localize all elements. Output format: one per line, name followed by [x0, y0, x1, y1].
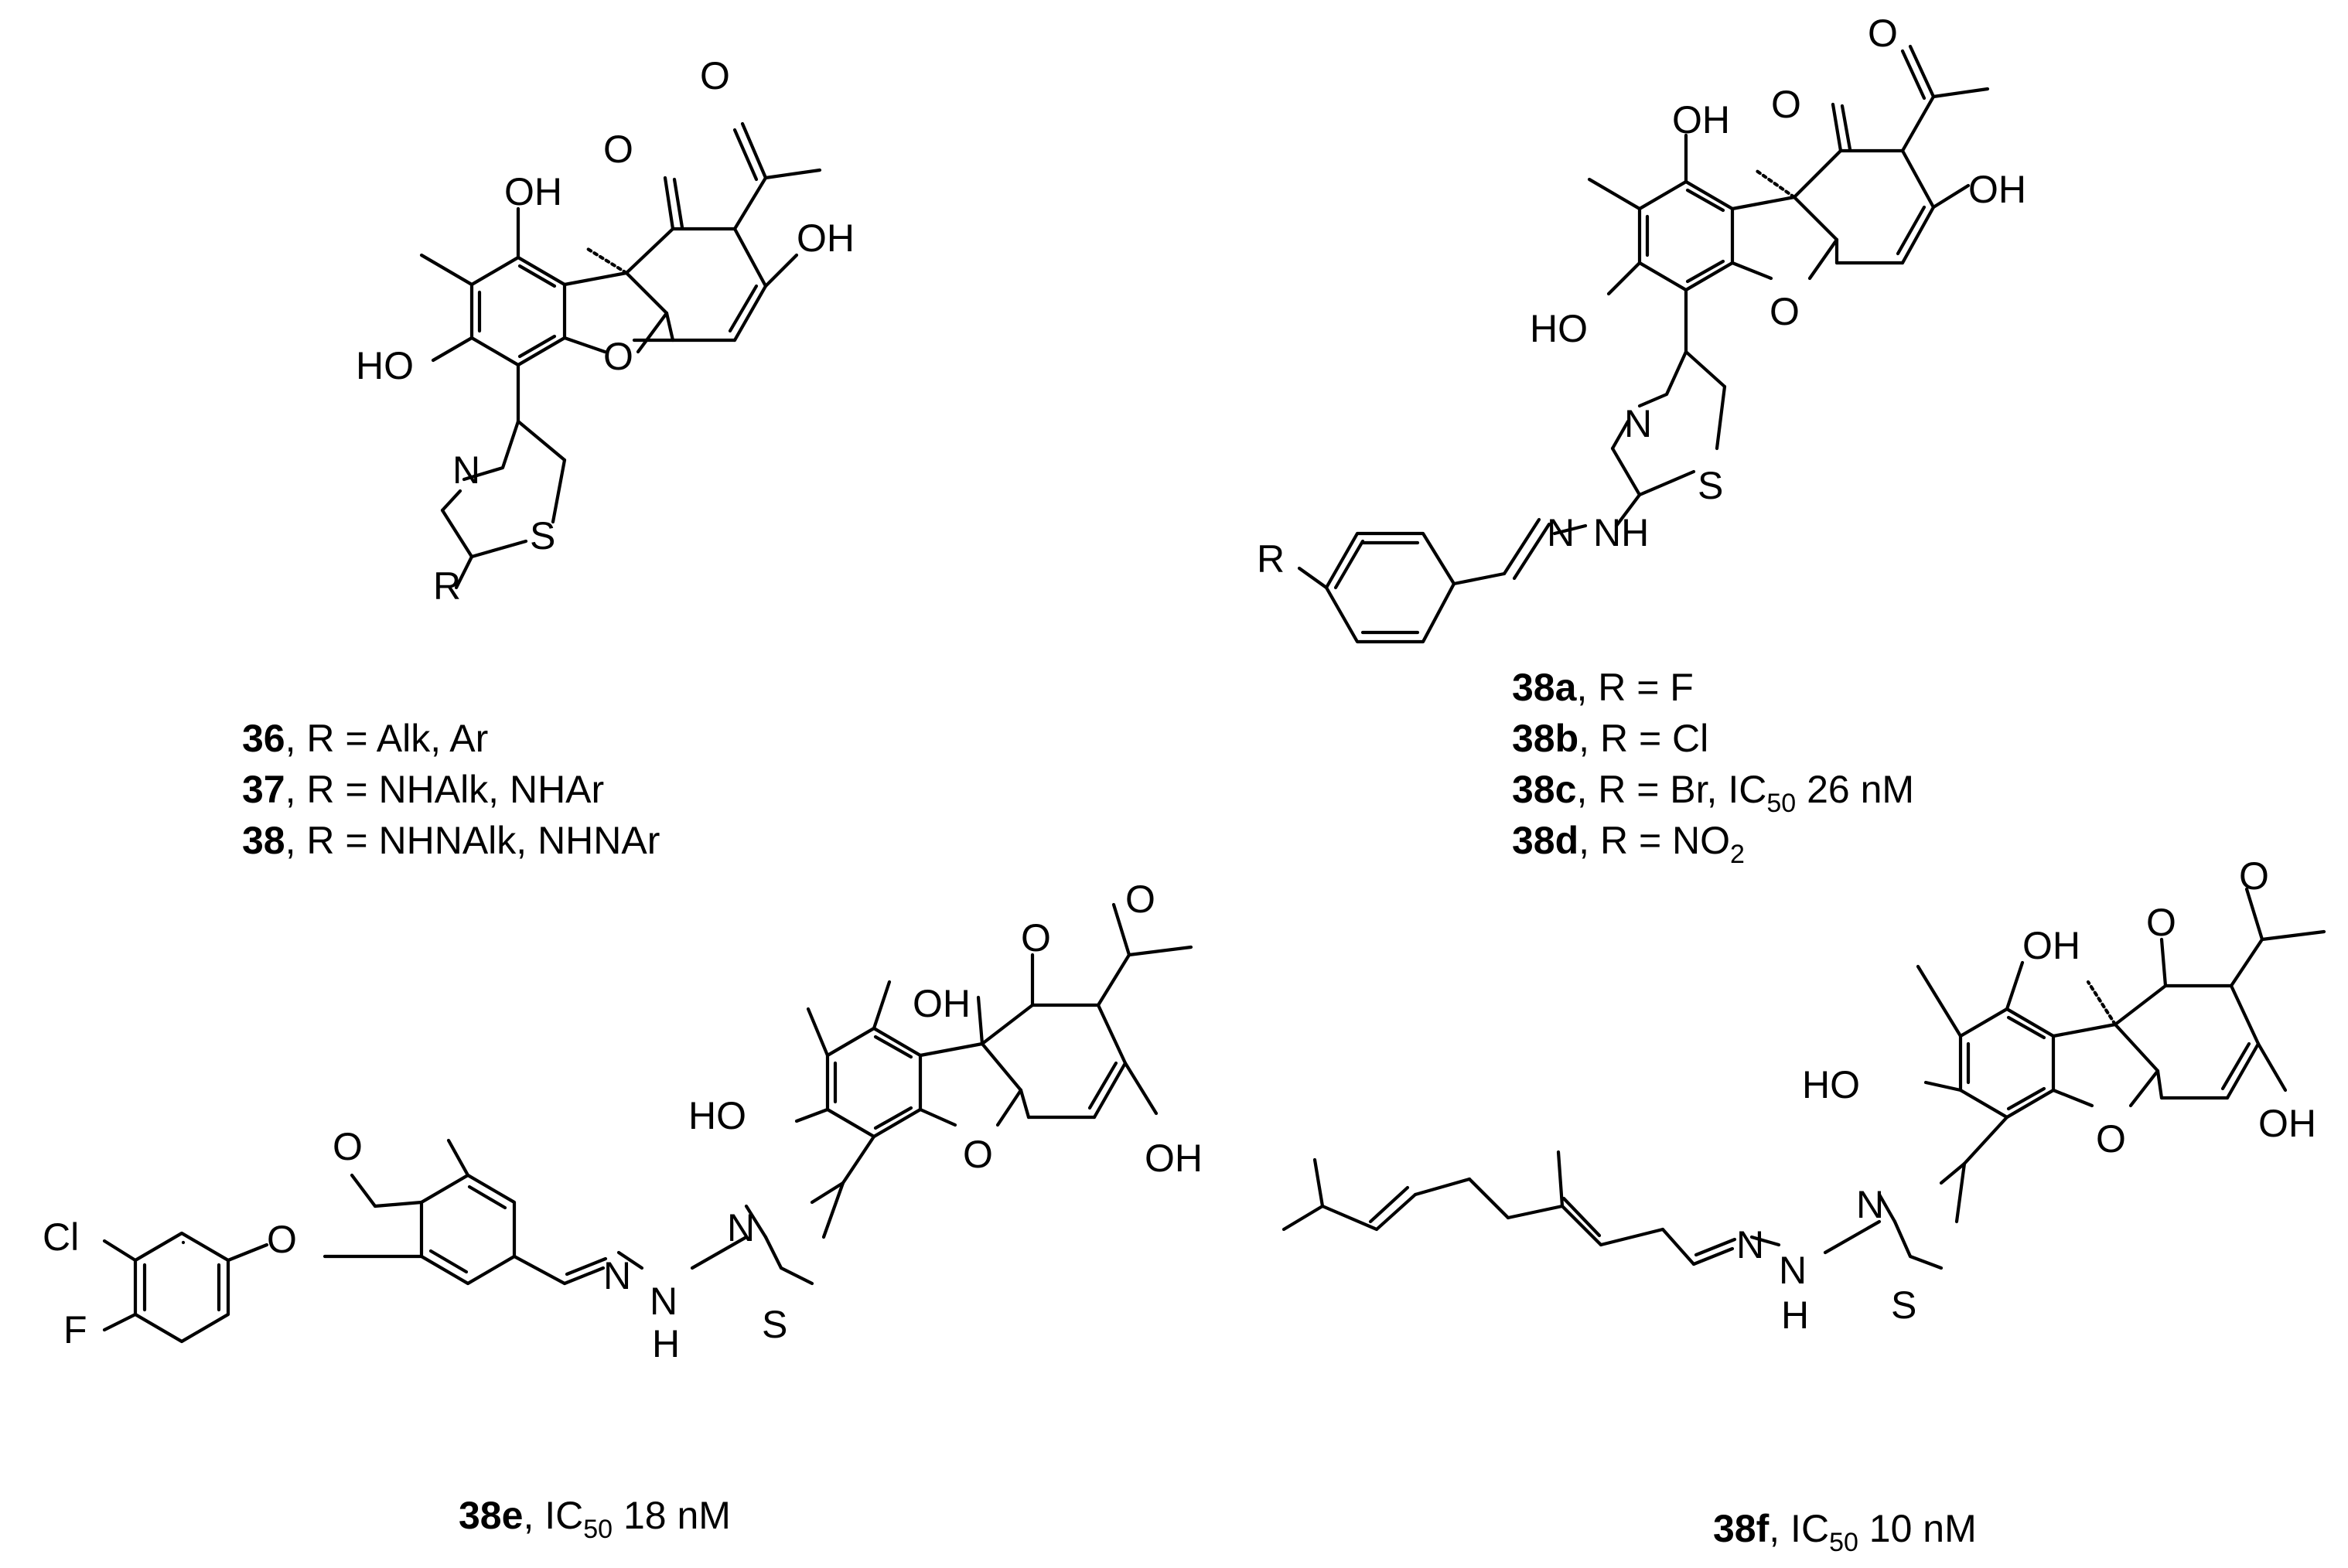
- atom-n-hydrazone-2: N: [603, 1254, 631, 1297]
- caption-37: 37, R = NHAlk, NHAr: [242, 768, 604, 811]
- atom-oh-4: OH: [1968, 168, 2026, 211]
- atom-ho-3: HO: [688, 1094, 746, 1137]
- atom-cl: Cl: [43, 1215, 79, 1259]
- atom-o-furan-2: O: [1770, 290, 1800, 333]
- atom-ho-1: HO: [356, 344, 414, 387]
- atom-o-ketone-1: O: [603, 128, 633, 171]
- atom-h-1: H: [652, 1322, 680, 1365]
- atom-s-3: S: [762, 1303, 787, 1346]
- structure-38f: OH HO O O O OH N S N N H: [1282, 854, 2326, 1337]
- atom-h-2: H: [1781, 1294, 1809, 1337]
- atom-oh-6: OH: [1145, 1137, 1203, 1180]
- atom-n-4: N: [1856, 1183, 1884, 1226]
- atom-s-2: S: [1698, 464, 1723, 507]
- atom-n-hydrazone-3: N: [650, 1280, 677, 1323]
- caption-38b: 38b, R = Cl: [1512, 717, 1708, 760]
- atom-o-ketone-2: O: [1771, 83, 1801, 126]
- structure-38a-38d: OH HO O O O OH N S N NH R: [1257, 12, 2026, 644]
- atom-n-3: N: [727, 1206, 755, 1249]
- structure-38e: OH HO O O O OH N S N N H O O Cl F: [43, 878, 1203, 1365]
- atom-o-furan-1: O: [603, 335, 633, 378]
- atom-n-hydrazone-1: N: [1547, 511, 1575, 554]
- caption-38: 38, R = NHNAlk, NHNAr: [242, 819, 660, 862]
- atom-oh-5: OH: [913, 982, 971, 1025]
- atom-o-furan-4: O: [2096, 1117, 2126, 1161]
- atom-n-hydrazone-5: N: [1779, 1249, 1807, 1292]
- atom-f: F: [63, 1308, 87, 1352]
- caption-36: 36, R = Alk, Ar: [242, 717, 488, 760]
- atom-oh-3: OH: [1672, 98, 1730, 141]
- atom-oh-8: OH: [2258, 1102, 2316, 1145]
- atom-o-acetyl-1: O: [700, 54, 730, 97]
- atom-ho-4: HO: [1802, 1063, 1860, 1106]
- atom-o-furan-3: O: [963, 1133, 993, 1176]
- atom-s-1: S: [530, 514, 555, 557]
- atom-r-2: R: [1257, 537, 1285, 581]
- caption-38d: 38d, R = NO2: [1512, 819, 1745, 869]
- atom-o-ketone-3: O: [1021, 916, 1051, 960]
- caption-38a: 38a, R = F: [1512, 666, 1694, 709]
- atom-o-acetyl-2: O: [1868, 12, 1898, 55]
- atom-o-acetyl-4: O: [2239, 854, 2269, 898]
- caption-38f: 38f, IC50 10 nM: [1713, 1507, 1977, 1557]
- atom-o-ether: O: [267, 1218, 297, 1261]
- atom-oh-7: OH: [2022, 924, 2080, 967]
- atom-ho-2: HO: [1530, 307, 1588, 350]
- atom-o-ketone-4: O: [2146, 901, 2176, 944]
- atom-o-acetyl-3: O: [1125, 878, 1155, 921]
- caption-38e: 38e, IC50 18 nM: [459, 1494, 731, 1544]
- atom-o-methoxy: O: [333, 1125, 363, 1168]
- structure-36-38: OH HO O O O OH N S R: [356, 54, 855, 608]
- atom-n-1: N: [452, 448, 480, 492]
- atom-n-2: N: [1624, 402, 1652, 445]
- atom-r-1: R: [433, 564, 461, 608]
- atom-oh-2: OH: [797, 216, 855, 260]
- atom-oh-1: OH: [504, 170, 562, 213]
- atom-n-hydrazone-4: N: [1736, 1223, 1764, 1266]
- atom-nh-1: NH: [1593, 511, 1649, 554]
- atom-s-4: S: [1891, 1283, 1916, 1327]
- caption-38c: 38c, R = Br, IC50 26 nM: [1512, 768, 1914, 818]
